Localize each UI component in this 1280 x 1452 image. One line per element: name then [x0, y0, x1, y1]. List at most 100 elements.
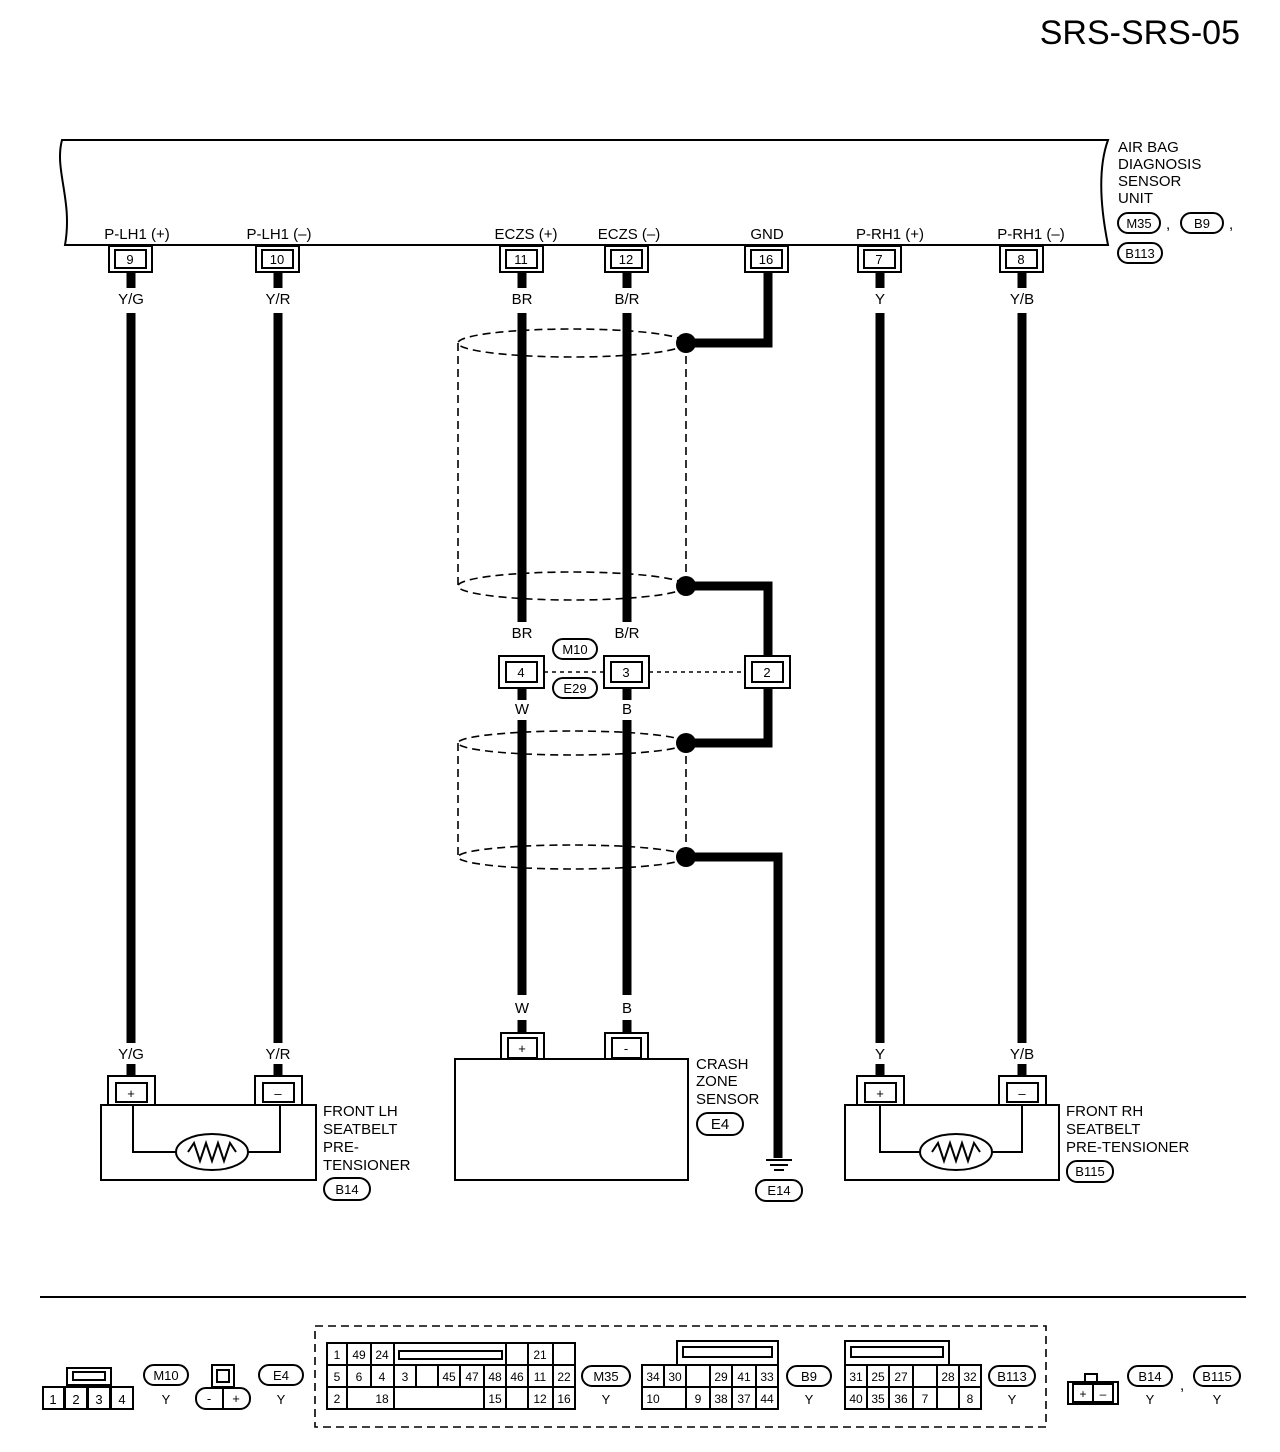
pin-12-text: 12 — [619, 252, 633, 267]
b9-view-color: Y — [805, 1392, 814, 1407]
m35-pin: 12 — [533, 1392, 547, 1406]
connector-tag-e29 — [552, 677, 598, 699]
sensor-wire-color: W — [515, 1000, 530, 1017]
m35-pin: 5 — [334, 1370, 341, 1384]
wire-pin2-to-shield — [686, 688, 773, 748]
connector-tag-m35 — [1117, 212, 1161, 234]
connector-view-e4: - + E4 Y — [195, 1364, 304, 1410]
m35-pin: 45 — [442, 1370, 456, 1384]
b113-pin: 28 — [941, 1370, 955, 1384]
unit-label-line-1: AIR BAG — [1118, 139, 1179, 156]
lh-pretensioner-box — [100, 1104, 317, 1181]
m35-pin: 22 — [557, 1370, 571, 1384]
pin-11-text: 11 — [514, 252, 528, 267]
terminal-signal: ECZS (–) — [598, 226, 661, 243]
wire-color-label: Y/G — [118, 291, 144, 308]
b9-pin: 10 — [646, 1392, 660, 1406]
lh-wire-color: Y/R — [265, 1046, 290, 1063]
mid-lower-color: W — [515, 701, 530, 718]
connector-tag-e4 — [696, 1112, 744, 1136]
terminal-signal: ECZS (+) — [495, 226, 558, 243]
pin-8: 8 — [999, 245, 1044, 273]
connector-tag-b113-text: B113 — [1125, 246, 1154, 261]
b113-pin: 36 — [894, 1392, 908, 1406]
connector-view-b113: 31 25 27 28 32 40 35 36 7 8 B113 Y — [844, 1340, 1036, 1410]
e4-view-name: E4 — [273, 1368, 289, 1383]
shield-junction — [676, 847, 696, 867]
m10-view-color: Y — [162, 1392, 171, 1407]
pin-16-text: 16 — [759, 252, 773, 267]
connector-view-b9: 34 30 29 41 33 10 9 38 37 44 B9 Y — [641, 1340, 832, 1410]
rh-pin-plus: + — [876, 1086, 884, 1101]
e4-pin: - — [207, 1391, 211, 1406]
m35-pin: 1 — [334, 1348, 341, 1362]
pin-11: 11 — [499, 245, 544, 273]
wire-color-label: Y/R — [265, 291, 290, 308]
shield-upper — [457, 328, 696, 601]
sensor-label-line-2: ZONE — [696, 1073, 738, 1090]
terminal-signal: P-LH1 (+) — [104, 226, 169, 243]
crash-zone-sensor-box — [454, 1058, 689, 1181]
rh-label-line-2: SEATBELT — [1066, 1121, 1140, 1138]
pin-12: 12 — [604, 245, 649, 273]
b113-view-name: B113 — [997, 1369, 1026, 1384]
pin-8-text: 8 — [1017, 252, 1024, 267]
sensor-label-line-3: SENSOR — [696, 1091, 760, 1108]
connector-tag-b115 — [1066, 1160, 1114, 1183]
connector-tag-e29-text: E29 — [563, 681, 586, 696]
e4-pin: + — [232, 1391, 240, 1406]
m35-pin: 18 — [375, 1392, 389, 1406]
rh-label-line-3: PRE-TENSIONER — [1066, 1139, 1190, 1156]
wire-shield-to-ground — [686, 852, 783, 1158]
shield-junction — [676, 576, 696, 596]
connector-tag-m10-text: M10 — [562, 642, 587, 657]
b14-view-name: B14 — [1138, 1369, 1161, 1384]
m35-pin: 46 — [510, 1370, 524, 1384]
b113-pin: 31 — [849, 1370, 863, 1384]
lh-label-line-1: FRONT LH — [323, 1103, 398, 1120]
m35-pin: 49 — [352, 1348, 366, 1362]
connector-tag-e4-text: E4 — [711, 1116, 729, 1133]
b115-view-name: B115 — [1202, 1369, 1231, 1384]
sensor-label-line-1: CRASH — [696, 1056, 749, 1073]
m10-pin: 1 — [49, 1392, 56, 1407]
m10-pin: 2 — [72, 1392, 79, 1407]
unit-terminals: P-LH1 (+) P-LH1 (–) ECZS (+) ECZS (–) GN… — [104, 226, 1064, 308]
page-code: SRS-SRS-05 — [1040, 14, 1240, 52]
b9-pin: 37 — [737, 1392, 751, 1406]
wire-color-label: B/R — [614, 291, 639, 308]
m35-pin: 21 — [533, 1348, 547, 1362]
m35-pin: 16 — [557, 1392, 571, 1406]
m10-pin: 4 — [118, 1392, 125, 1407]
harness-connector-frame — [314, 1325, 1047, 1428]
terminal-signal: P-RH1 (–) — [997, 226, 1065, 243]
connector-tag-b9-text: B9 — [1194, 216, 1210, 231]
unit-label-line-3: SENSOR — [1118, 173, 1182, 190]
m10-view-name: M10 — [153, 1368, 178, 1383]
sensor-wire-color: B — [622, 1000, 632, 1017]
mid-pin-4: 4 — [517, 665, 524, 680]
wires — [126, 272, 1027, 1158]
wire-color-label: Y — [875, 291, 885, 308]
b9-view-name: B9 — [801, 1369, 817, 1384]
wire-gnd-shield-top — [686, 272, 773, 348]
b9-pin: 30 — [668, 1370, 682, 1384]
terminal-signal: GND — [750, 226, 784, 243]
connector-tag-b14 — [323, 1177, 371, 1201]
pin-16: 16 — [744, 245, 789, 273]
sensor-pin-minus: - — [624, 1041, 628, 1056]
connector-tag-b113 — [1117, 242, 1163, 264]
b113-pin: 35 — [871, 1392, 885, 1406]
front-lh-pretensioner: Y/G Y/R + – FRONT LH SEATBELT PRE- TENSI… — [100, 1046, 411, 1201]
b14-view-color: Y — [1146, 1392, 1155, 1407]
front-rh-pretensioner: Y Y/B + – FRONT RH SEATBELT PRE-TENSIONE… — [844, 1046, 1190, 1183]
lh-label-line-4: TENSIONER — [323, 1157, 411, 1174]
pin-7-text: 7 — [875, 252, 882, 267]
b14-separator: , — [1180, 1377, 1184, 1394]
m35-pin: 47 — [465, 1370, 479, 1384]
pin-9: 9 — [108, 245, 153, 273]
mid-upper-color: B/R — [614, 625, 639, 642]
pin-10-text: 10 — [270, 252, 284, 267]
squib-element-icon — [175, 1133, 249, 1171]
connector-tag-e14-text: E14 — [767, 1183, 790, 1198]
